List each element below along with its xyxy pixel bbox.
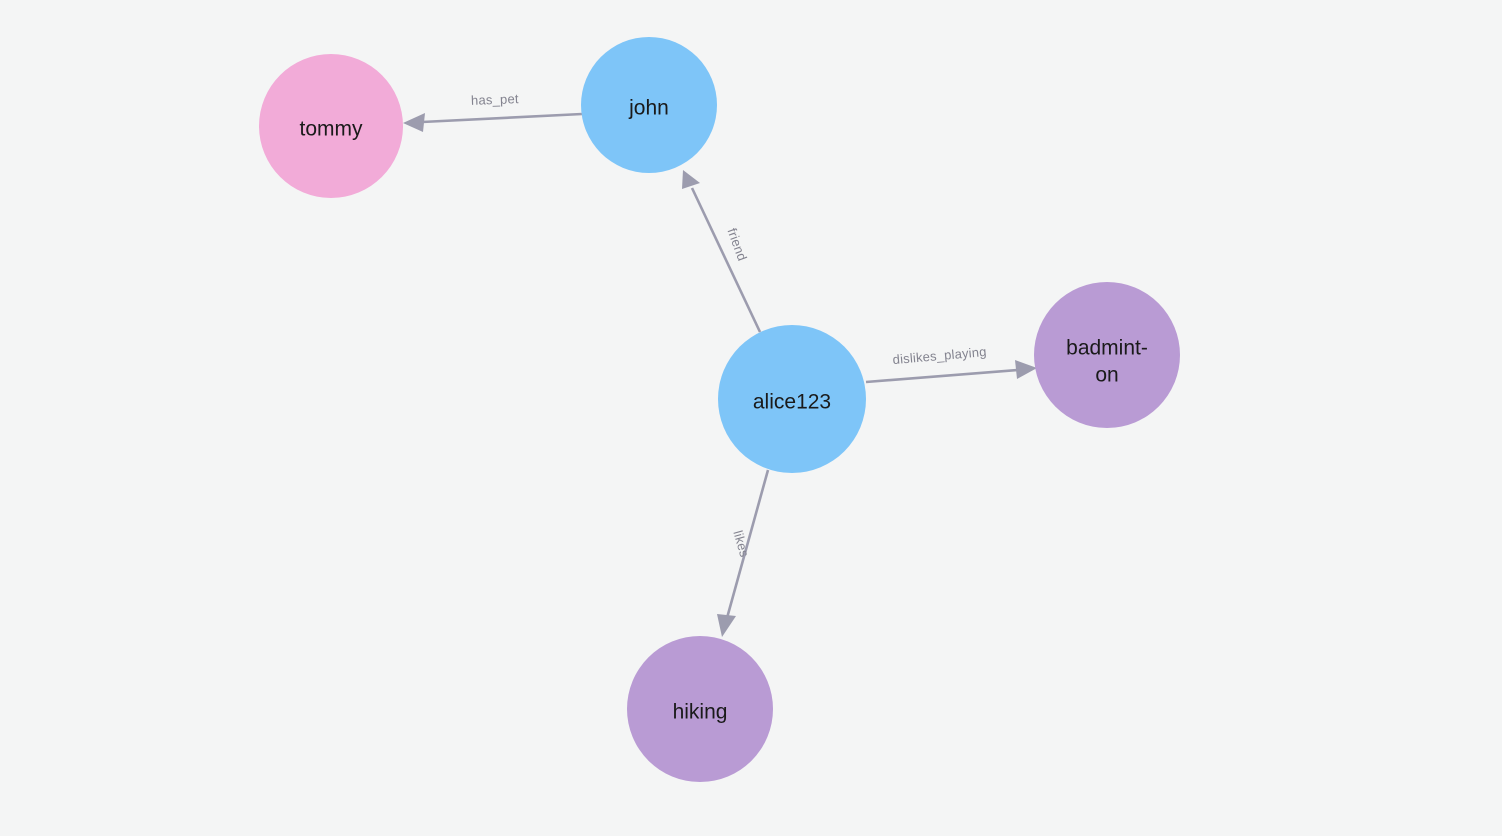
node-tommy-circle[interactable] — [259, 54, 403, 198]
node-john-label: john — [628, 97, 669, 120]
node-alice123-circle[interactable] — [718, 325, 866, 473]
edge-likes-line — [725, 469, 770, 619]
node-badminton[interactable]: badmint- on — [1034, 282, 1180, 428]
node-alice123[interactable]: alice123 — [718, 325, 866, 473]
edge-dislikes-playing-line — [865, 368, 1019, 384]
node-tommy-label: tommy — [300, 118, 364, 141]
edge-dislikes-playing-arrowhead — [1015, 360, 1037, 379]
nodes-layer: tommy john alice123 badmint- on hiki — [259, 37, 1180, 782]
edge-has-pet-arrowhead — [403, 113, 425, 132]
edge-has-pet-line — [421, 112, 583, 124]
node-badminton-label-line2: on — [1095, 364, 1118, 387]
node-john-circle[interactable] — [581, 37, 717, 173]
edge-dislikes-playing[interactable]: dislikes_playing — [865, 344, 1037, 384]
node-hiking-circle[interactable] — [627, 636, 773, 782]
node-hiking[interactable]: hiking — [627, 636, 773, 782]
node-badminton-circle[interactable] — [1034, 282, 1180, 428]
edge-label-friend: friend — [724, 226, 750, 263]
edge-label-likes: likes — [730, 529, 752, 559]
node-hiking-label: hiking — [673, 701, 728, 724]
edge-likes-arrowhead — [717, 614, 736, 637]
edge-label-dislikes-playing: dislikes_playing — [892, 344, 987, 367]
node-tommy[interactable]: tommy — [259, 54, 403, 198]
edge-friend[interactable]: friend — [682, 170, 762, 333]
node-john[interactable]: john — [581, 37, 717, 173]
edge-likes[interactable]: likes — [717, 469, 770, 637]
node-badminton-label-line1: badmint- — [1066, 337, 1148, 360]
edge-label-has-pet: has_pet — [471, 91, 519, 108]
edges-layer: has_pet friend dislikes_playing likes — [403, 91, 1037, 637]
edge-has-pet[interactable]: has_pet — [403, 91, 583, 132]
edge-friend-line — [690, 187, 762, 333]
edge-friend-arrowhead — [682, 170, 700, 189]
node-alice123-label: alice123 — [753, 391, 831, 414]
